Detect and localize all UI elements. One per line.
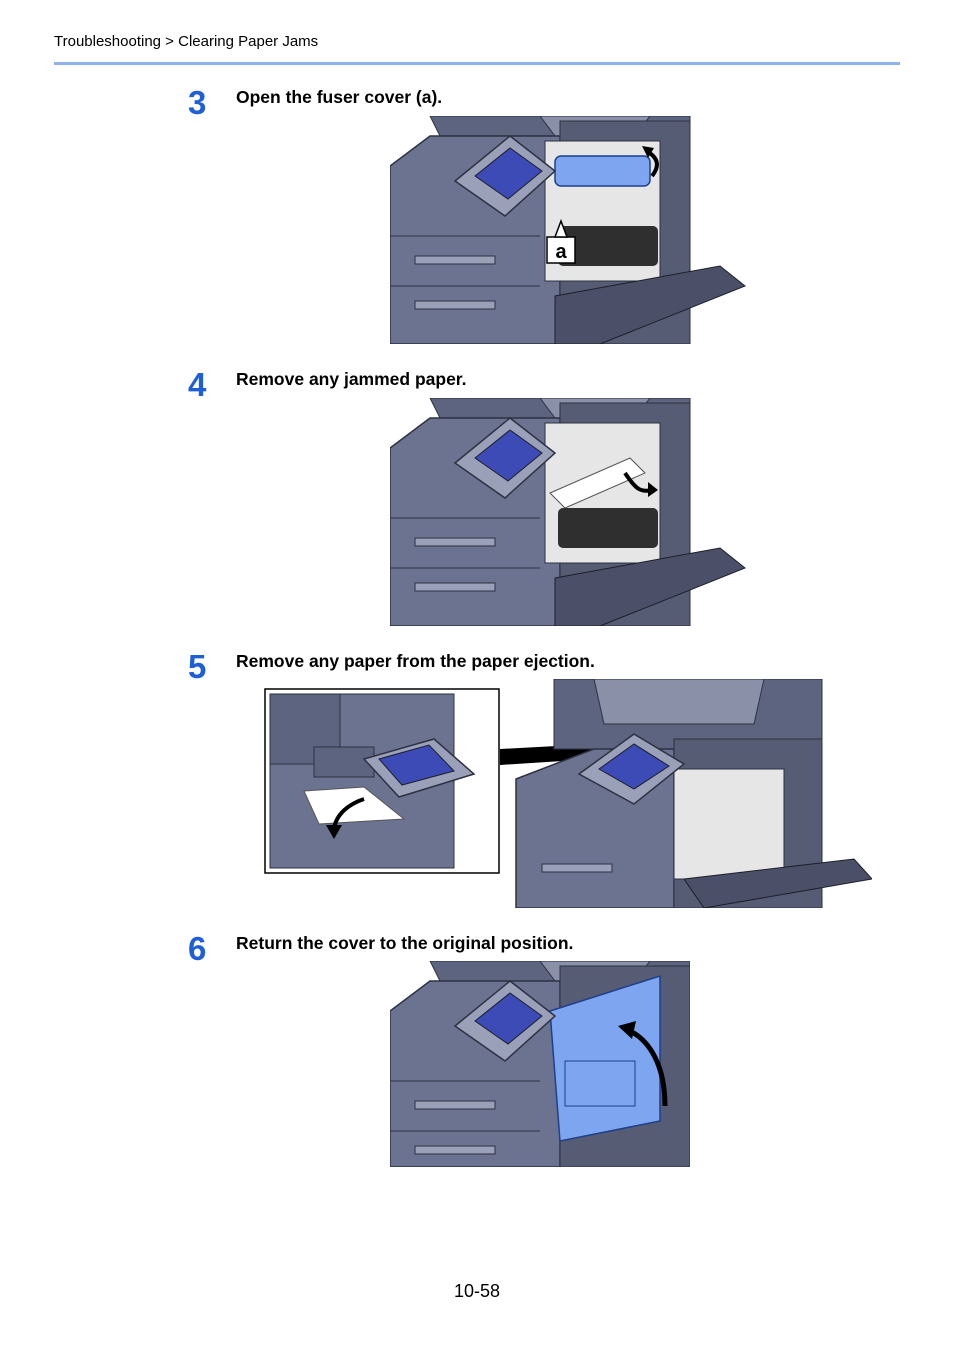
step-4-illustration (390, 398, 746, 626)
step-3-number: 3 (188, 84, 207, 121)
step-6-illustration (390, 961, 690, 1167)
page-number: 10-58 (453, 1281, 501, 1301)
step-5-illustration (264, 679, 872, 908)
callout-a: a (555, 241, 567, 263)
step-3-illustration: a (390, 116, 746, 344)
step-4-text: Remove any jammed paper. (236, 369, 467, 389)
step-6-number: 6 (188, 930, 207, 967)
step-3-text: Open the fuser cover (a). (236, 87, 443, 107)
step-5-text: Remove any paper from the paper ejection… (236, 651, 595, 671)
breadcrumb: Troubleshooting > Clearing Paper Jams (54, 33, 319, 50)
step-4-number: 4 (188, 366, 207, 403)
step-6-text: Return the cover to the original positio… (236, 933, 574, 953)
step-5-number: 5 (188, 648, 207, 685)
header-rule (54, 62, 900, 65)
